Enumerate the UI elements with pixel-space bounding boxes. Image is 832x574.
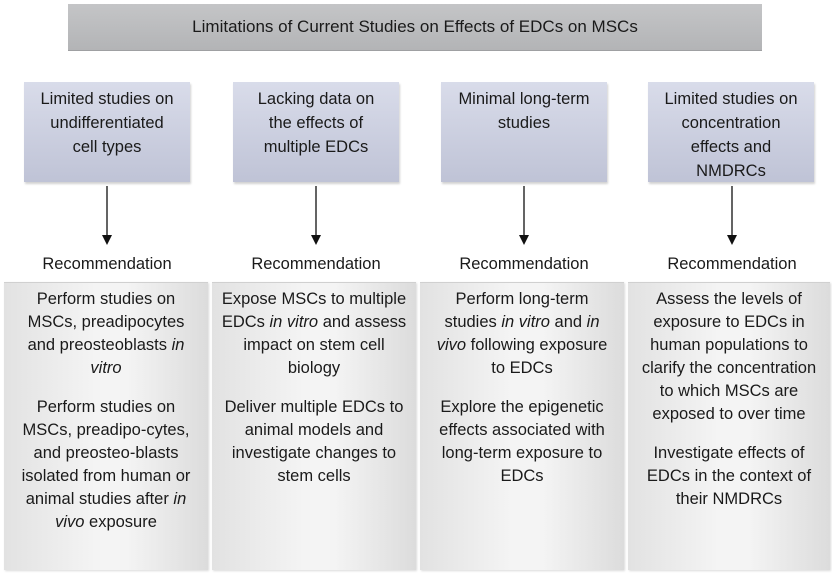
recommendation-box-4: Assess the levels of exposure to EDCs in… [628, 282, 830, 570]
limitation-line: Minimal long-term [458, 90, 590, 108]
limitation-line: multiple EDCs [263, 138, 369, 156]
recommendation-label-3: Recommendation [459, 255, 589, 273]
limitation-line: NMDRCs [696, 162, 766, 180]
limitation-line: the effects of [268, 114, 364, 132]
limitation-box-4: Limited studies on concentration effects a… [648, 82, 814, 182]
recommendation-item: Explore the epigenetic effects associate… [439, 398, 605, 485]
recommendation-item: Perform long-term studies in vitro and i… [436, 290, 608, 377]
recommendation-label-2: Recommendation [251, 255, 381, 273]
limitation-line: cell types [72, 138, 142, 156]
recommendation-item: Assess the levels of exposure to EDCs in… [641, 290, 817, 423]
down-arrow-1 [102, 186, 112, 246]
recommendation-item: Perform studies on MSCs, preadipo-cytes,… [21, 398, 191, 531]
limitation-line: Limited studies on [664, 90, 798, 108]
recommendation-item: Investigate effects of EDCs in the conte… [646, 444, 812, 508]
recommendation-item: Perform studies on MSCs, preadipocytes a… [27, 290, 185, 377]
recommendation-label-4: Recommendation [667, 255, 797, 273]
limitation-line: effects and [690, 138, 772, 156]
recommendation-box-2: Expose MSCs to multiple EDCs in vitro an… [212, 282, 416, 570]
limitation-line: concentration [681, 114, 781, 132]
limitation-line: Limited studies on [40, 90, 174, 108]
down-arrow-3 [519, 186, 529, 246]
down-arrow-2 [311, 186, 321, 246]
limitation-text: Lacking data on the effects of multiple ED… [258, 87, 375, 159]
limitation-text: Minimal long-term studies [458, 87, 589, 135]
limitation-text: Limited studies on undifferentiated cell t… [41, 87, 174, 159]
limitation-box-3: Minimal long-term studies [441, 82, 607, 182]
recommendation-label-1: Recommendation [42, 255, 172, 273]
down-arrow-4 [727, 186, 737, 246]
limitation-box-2: Lacking data on the effects of multiple ED… [233, 82, 399, 182]
limitation-line: Lacking data on [257, 90, 375, 108]
recommendation-item: Deliver multiple EDCs to animal models a… [224, 398, 404, 485]
recommendation-box-1: Perform studies on MSCs, preadipocytes a… [4, 282, 208, 570]
limitation-line: undifferentiated [50, 114, 164, 132]
diagram-title-text: Limitations of Current Studies on Effect… [192, 17, 638, 36]
limitation-line: studies [497, 114, 551, 132]
limitation-box-1: Limited studies on undifferentiated cell t… [24, 82, 190, 182]
recommendation-box-3: Perform long-term studies in vitro and i… [420, 282, 624, 570]
limitation-text: Limited studies on concentration effects a… [665, 87, 798, 183]
recommendation-item: Expose MSCs to multiple EDCs in vitro an… [221, 290, 407, 377]
diagram-title: Limitations of Current Studies on Effect… [68, 4, 762, 50]
